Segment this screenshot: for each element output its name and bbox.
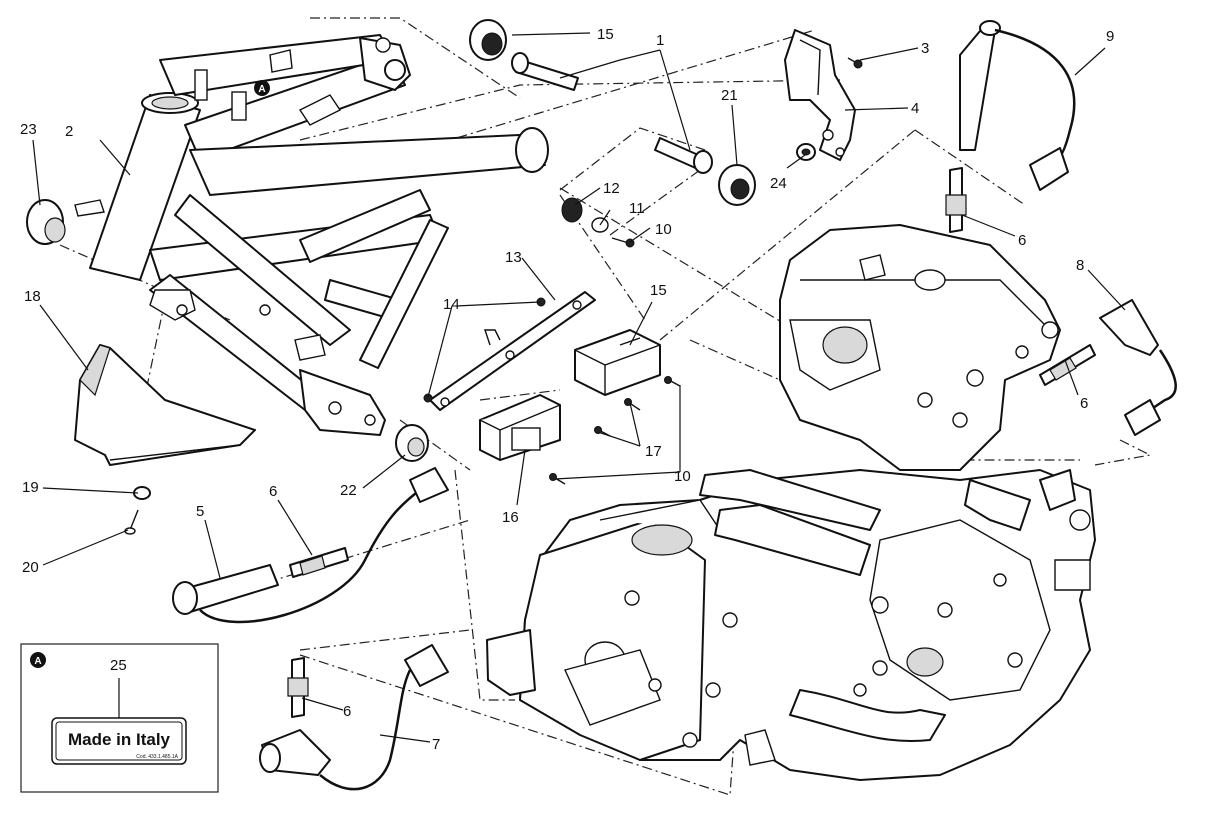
spark-plug-cap-part-7 bbox=[259, 644, 449, 791]
callout-leaders bbox=[32, 32, 1126, 743]
callout-20: 21 bbox=[721, 87, 738, 104]
callout-19: 20 bbox=[22, 559, 39, 576]
inset-marker-a bbox=[30, 652, 46, 668]
mounting-plate-part-13 bbox=[429, 291, 596, 411]
callout-5: 5 bbox=[196, 503, 204, 520]
made-in-italy-label bbox=[51, 717, 187, 765]
screw-part-3 bbox=[847, 57, 863, 69]
callout-14: 14 bbox=[443, 296, 460, 313]
callout-6-left: 6 bbox=[269, 483, 277, 500]
callout-1: 1 bbox=[656, 32, 664, 49]
callout-15-lower: 16 bbox=[502, 509, 519, 526]
washer-part-24 bbox=[796, 143, 816, 161]
spark-plug-part-6-bottom bbox=[287, 657, 309, 718]
callout-23: 23 bbox=[20, 121, 37, 138]
spark-plug-part-6-right bbox=[1039, 344, 1096, 386]
marker-a-frame-label: A bbox=[258, 84, 265, 95]
bolt-part-1-lower bbox=[654, 137, 713, 174]
callout-10-bottom: 10 bbox=[674, 468, 691, 485]
callout-8: 8 bbox=[1076, 257, 1084, 274]
callout-6-right: 6 bbox=[1080, 395, 1088, 412]
callout-4: 4 bbox=[911, 100, 919, 117]
callout-10-top: 10 bbox=[655, 221, 672, 238]
ignition-coil-part-15-lower bbox=[479, 394, 561, 461]
bush-part-20 bbox=[718, 164, 756, 206]
grommet-part-22 bbox=[395, 424, 429, 462]
screws-part-10 bbox=[549, 376, 681, 485]
screw-part-10-top bbox=[611, 237, 635, 248]
spark-plug-cap-part-9 bbox=[959, 20, 1076, 191]
bush-part-21 bbox=[469, 19, 507, 61]
callout-12: 12 bbox=[603, 180, 620, 197]
callout-3: 3 bbox=[921, 40, 929, 57]
callout-9: 9 bbox=[1106, 28, 1114, 45]
bolt-part-1-top bbox=[511, 52, 579, 91]
callout-numbers: 15 1 2 3 4 5 6 6 6 6 7 8 9 10 10 11 12 1… bbox=[20, 26, 1114, 753]
callout-7: 7 bbox=[432, 736, 440, 753]
bracket-part-4 bbox=[784, 29, 856, 161]
callout-21: 15 bbox=[597, 26, 614, 43]
callout-25: 25 bbox=[110, 657, 127, 674]
callout-15-upper: 15 bbox=[650, 282, 667, 299]
frame: A bbox=[74, 34, 549, 436]
made-in-italy-text: Made in Italy bbox=[68, 730, 171, 749]
ignition-coil-part-15-upper bbox=[574, 329, 661, 396]
callout-16: 17 bbox=[645, 443, 662, 460]
spark-plug-part-6-left bbox=[289, 547, 349, 578]
spark-plug-cap-part-8 bbox=[1099, 299, 1177, 436]
engine bbox=[486, 224, 1096, 781]
callout-18: 19 bbox=[22, 479, 39, 496]
inset-marker-a-label: A bbox=[34, 656, 41, 667]
callout-2: 2 bbox=[65, 123, 73, 140]
spark-plug-part-6-top bbox=[945, 167, 967, 233]
nut-part-14 bbox=[423, 297, 546, 403]
callout-6-bottom: 6 bbox=[343, 703, 351, 720]
callout-24: 24 bbox=[770, 175, 787, 192]
marker-a-frame bbox=[254, 80, 270, 96]
callout-11: 11 bbox=[629, 200, 645, 217]
inset-detail-a: A 25 Made in Italy Cod. 433.1.485.1A bbox=[20, 643, 219, 793]
callout-17: 18 bbox=[24, 288, 41, 305]
spark-plug-cap-part-5 bbox=[172, 467, 449, 624]
label-code-text: Cod. 433.1.485.1A bbox=[136, 754, 178, 760]
grommet-part-23 bbox=[26, 199, 66, 245]
bracket-part-17 bbox=[74, 344, 256, 466]
callout-6-top: 6 bbox=[1018, 232, 1026, 249]
callout-13: 13 bbox=[505, 249, 522, 266]
callout-22: 22 bbox=[340, 482, 357, 499]
